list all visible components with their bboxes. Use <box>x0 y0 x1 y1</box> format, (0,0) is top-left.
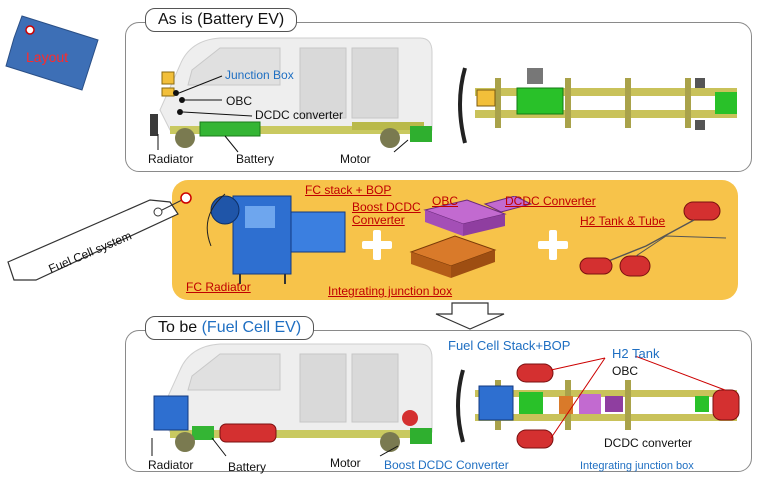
battery-label-bottom: Battery <box>228 460 267 474</box>
obc-label-bottom: OBC <box>612 364 639 378</box>
dcdc-label-bottom: DCDC converter <box>604 436 693 450</box>
boost-dcdc-label-1: Boost DCDC <box>352 200 421 214</box>
boost-dcdc-label-2: Converter <box>352 213 405 227</box>
fc-stack-label-bottom: Fuel Cell Stack+BOP <box>448 338 571 353</box>
obc-label-middle: OBC <box>432 194 459 208</box>
fc-radiator-label: FC Radiator <box>186 280 251 294</box>
integrating-box-label-middle: Integrating junction box <box>328 284 453 298</box>
h2-tank-label-bottom: H2 Tank <box>612 346 660 361</box>
battery-ev-chassis-top-view <box>458 67 737 144</box>
motor-label-top: Motor <box>340 152 371 166</box>
as-is-title: As is (Battery EV) <box>145 8 298 32</box>
fuel-cell-ev-side-view <box>151 343 433 457</box>
fc-stack-label: FC stack + BOP <box>305 183 392 197</box>
to-be-title-highlight: (Fuel Cell EV) <box>201 319 302 336</box>
to-be-title-prefix: To be <box>158 319 202 336</box>
fuel-cell-system-tag: Fuel Cell system <box>7 192 192 281</box>
dcdc-converter-label-middle: DCDC Converter <box>505 194 596 208</box>
integrating-label-bottom: Integrating junction box <box>580 460 694 472</box>
dcdc-label-top: DCDC converter <box>255 108 344 122</box>
boost-dcdc-label-bottom: Boost DCDC Converter <box>384 458 509 472</box>
fuel-cell-ev-chassis-top-view <box>456 356 740 449</box>
to-be-title: To be (Fuel Cell EV) <box>145 316 315 340</box>
battery-ev-side-view <box>150 37 433 153</box>
transition-arrow <box>435 302 505 330</box>
obc-label-top: OBC <box>226 94 253 108</box>
motor-label-bottom: Motor <box>330 456 361 470</box>
obc-dcdc-junction-illustration <box>409 196 533 278</box>
junction-box-label: Junction Box <box>225 68 294 82</box>
battery-label-top: Battery <box>236 152 275 166</box>
layout-tag-label: Layout <box>26 49 68 65</box>
fc-stack-illustration <box>206 193 346 284</box>
h2-tank-illustration <box>579 201 727 277</box>
radiator-label-top: Radiator <box>148 152 194 166</box>
radiator-label-bottom: Radiator <box>148 458 194 472</box>
h2-tank-label-middle: H2 Tank & Tube <box>580 214 666 228</box>
layout-tag: Layout <box>5 15 99 91</box>
plus-sign-2 <box>538 230 568 260</box>
plus-sign-1 <box>362 230 392 260</box>
